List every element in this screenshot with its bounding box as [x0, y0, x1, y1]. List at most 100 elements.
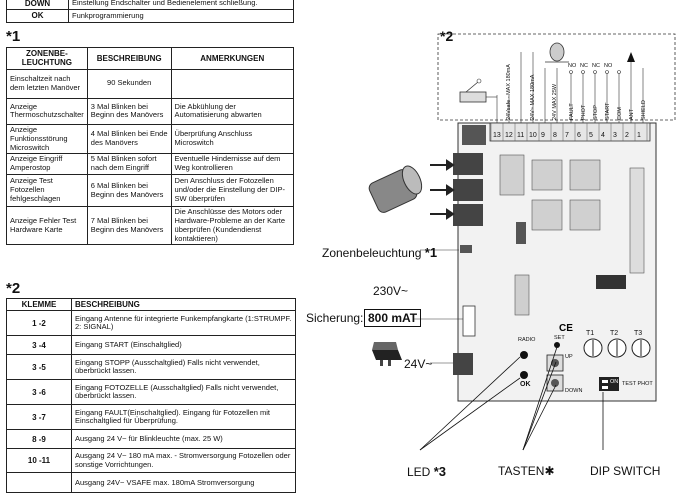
terminal-cell: 10 -11: [6, 448, 72, 474]
microswitch-icon: [459, 91, 487, 103]
table1-cell: Die Anschlüsse des Motors oder Hardware-…: [170, 206, 295, 246]
table1-cell: Überprüfung Anschluss Microswitch: [170, 123, 295, 155]
zone-lighting-label: Zonenbeleuchtung *1: [322, 245, 438, 260]
terminal-number: 9: [541, 132, 545, 139]
table1-cell: 7 Mal Blinken bei Beginn des Manövers: [86, 206, 172, 246]
table1-cell: Anzeige Thermoschutzschalter: [6, 97, 88, 125]
down-button: [546, 374, 564, 392]
terminal-number: 5: [589, 132, 593, 139]
terminal-description: Ausgang 24V~ VSAFE max. 180mA Stromverso…: [71, 472, 296, 494]
terminal-number: 8: [553, 132, 557, 139]
terminal-label: 24V MAX 25W: [552, 83, 558, 120]
radio-led: [520, 351, 528, 359]
dip-on-label: ON: [610, 379, 619, 385]
terminal-number: 10: [529, 132, 537, 139]
tasten-label: TASTEN✱: [498, 464, 555, 478]
dip-switch-label: DIP SWITCH: [590, 464, 661, 478]
contact-type-label: NO: [568, 63, 577, 69]
terminal-number: 2: [625, 132, 629, 139]
terminal-cell: 3 -5: [6, 354, 72, 381]
terminal-description: Eingang Antenne für integrierte Funkempf…: [71, 310, 296, 337]
motor-icon: [368, 165, 423, 213]
table1-header: ZONENBE-LEUCHTUNG: [6, 47, 88, 70]
antenna-icon: [627, 52, 635, 62]
led-label: LED *3: [407, 464, 446, 479]
terminal-description: Ausgang 24 V~ 180 mA max. - Stromversorg…: [71, 448, 296, 474]
terminal-label: SHIELD: [641, 100, 647, 120]
contact-type-label: NO: [604, 63, 613, 69]
t3-label: T3: [634, 330, 643, 337]
top-value-cell: Einstellung Endschalter und Bedienelemen…: [68, 0, 294, 11]
table1-cell: 5 Mal Blinken sofort nach dem Eingriff: [86, 153, 172, 176]
terminal-number: 1: [637, 132, 641, 139]
relay-1: [453, 153, 483, 175]
terminal-number: 11: [517, 132, 525, 139]
section2-marker: *2: [6, 280, 21, 297]
set-label: SET: [554, 335, 565, 341]
fuse-label: Sicherung:: [306, 311, 364, 325]
terminal-description: Eingang FAULT(Einschaltglied). Eingang f…: [71, 404, 296, 431]
flashing-lamp-icon: [549, 42, 565, 62]
set-led: [554, 342, 560, 348]
terminal-label: FAULT: [569, 103, 575, 120]
contact-type-label: NC: [580, 63, 588, 69]
table1-cell: Anzeige Test Fotozellen fehlgeschlagen: [6, 174, 88, 208]
terminal-label: 24V~ MAX 180mA: [530, 74, 536, 120]
test-phot-label: TEST PHOT: [622, 381, 653, 387]
section1-marker: *1: [6, 28, 21, 45]
table1-cell: 3 Mal Blinken bei Beginn des Manövers: [86, 97, 172, 125]
terminal-description: Eingang START (Einschaltglied): [71, 335, 296, 356]
terminal-cell: 1 -2: [6, 310, 72, 337]
zone-led: [460, 245, 472, 253]
table1-cell: [170, 68, 295, 99]
terminal-label: START: [605, 102, 611, 120]
terminal-number: 4: [601, 132, 605, 139]
terminal-cell: 3 -4: [6, 335, 72, 356]
ok-led: [520, 371, 528, 379]
terminal-label: COM: [617, 107, 623, 120]
terminal-cell: 3 -7: [6, 404, 72, 431]
radio-label: RADIO: [518, 337, 536, 343]
top-key-cell: DOWN: [6, 0, 69, 11]
terminal-label: 24Vsafe - MAX 180mA: [506, 64, 512, 120]
table2-header: KLEMME: [6, 297, 72, 312]
t2-label: T2: [610, 330, 619, 337]
table1-header: BESCHREIBUNG: [86, 47, 172, 70]
terminal-block-black: [462, 125, 486, 145]
trimmer-t2: [607, 338, 627, 358]
down-label: DOWN: [565, 388, 583, 394]
voltage-230-label: 230V~: [373, 284, 409, 298]
terminal-description: Ausgang 24 V~ für Blinkleuchte (max. 25 …: [71, 429, 296, 450]
terminal-label: STOP: [593, 105, 599, 120]
table1-cell: Den Anschluss der Fotozellen und/oder di…: [170, 174, 295, 208]
terminal-number: 3: [613, 132, 617, 139]
terminal-number: 13: [493, 132, 501, 139]
diagram-marker2: *2: [440, 28, 454, 44]
terminal-description: Eingang STOPP (Ausschaltglied) Falls nic…: [71, 354, 296, 381]
terminal-number: 7: [565, 132, 569, 139]
power-connector: [453, 353, 473, 375]
up-label: UP: [565, 354, 573, 360]
terminal-cell: 3 -6: [6, 379, 72, 406]
top-key-cell: OK: [6, 9, 69, 23]
terminal-cell: [6, 472, 72, 494]
table1-cell: Anzeige Eingriff Amperostop: [6, 153, 88, 176]
terminal-description: Eingang FOTOZELLE (Ausschaltglied) Falls…: [71, 379, 296, 406]
table1-cell: Anzeige Funktionsstörung Microswitch: [6, 123, 88, 155]
power-plug-icon: [372, 342, 402, 366]
table1-cell: Einschaltzeit nach dem letzten Manöver: [6, 68, 88, 99]
